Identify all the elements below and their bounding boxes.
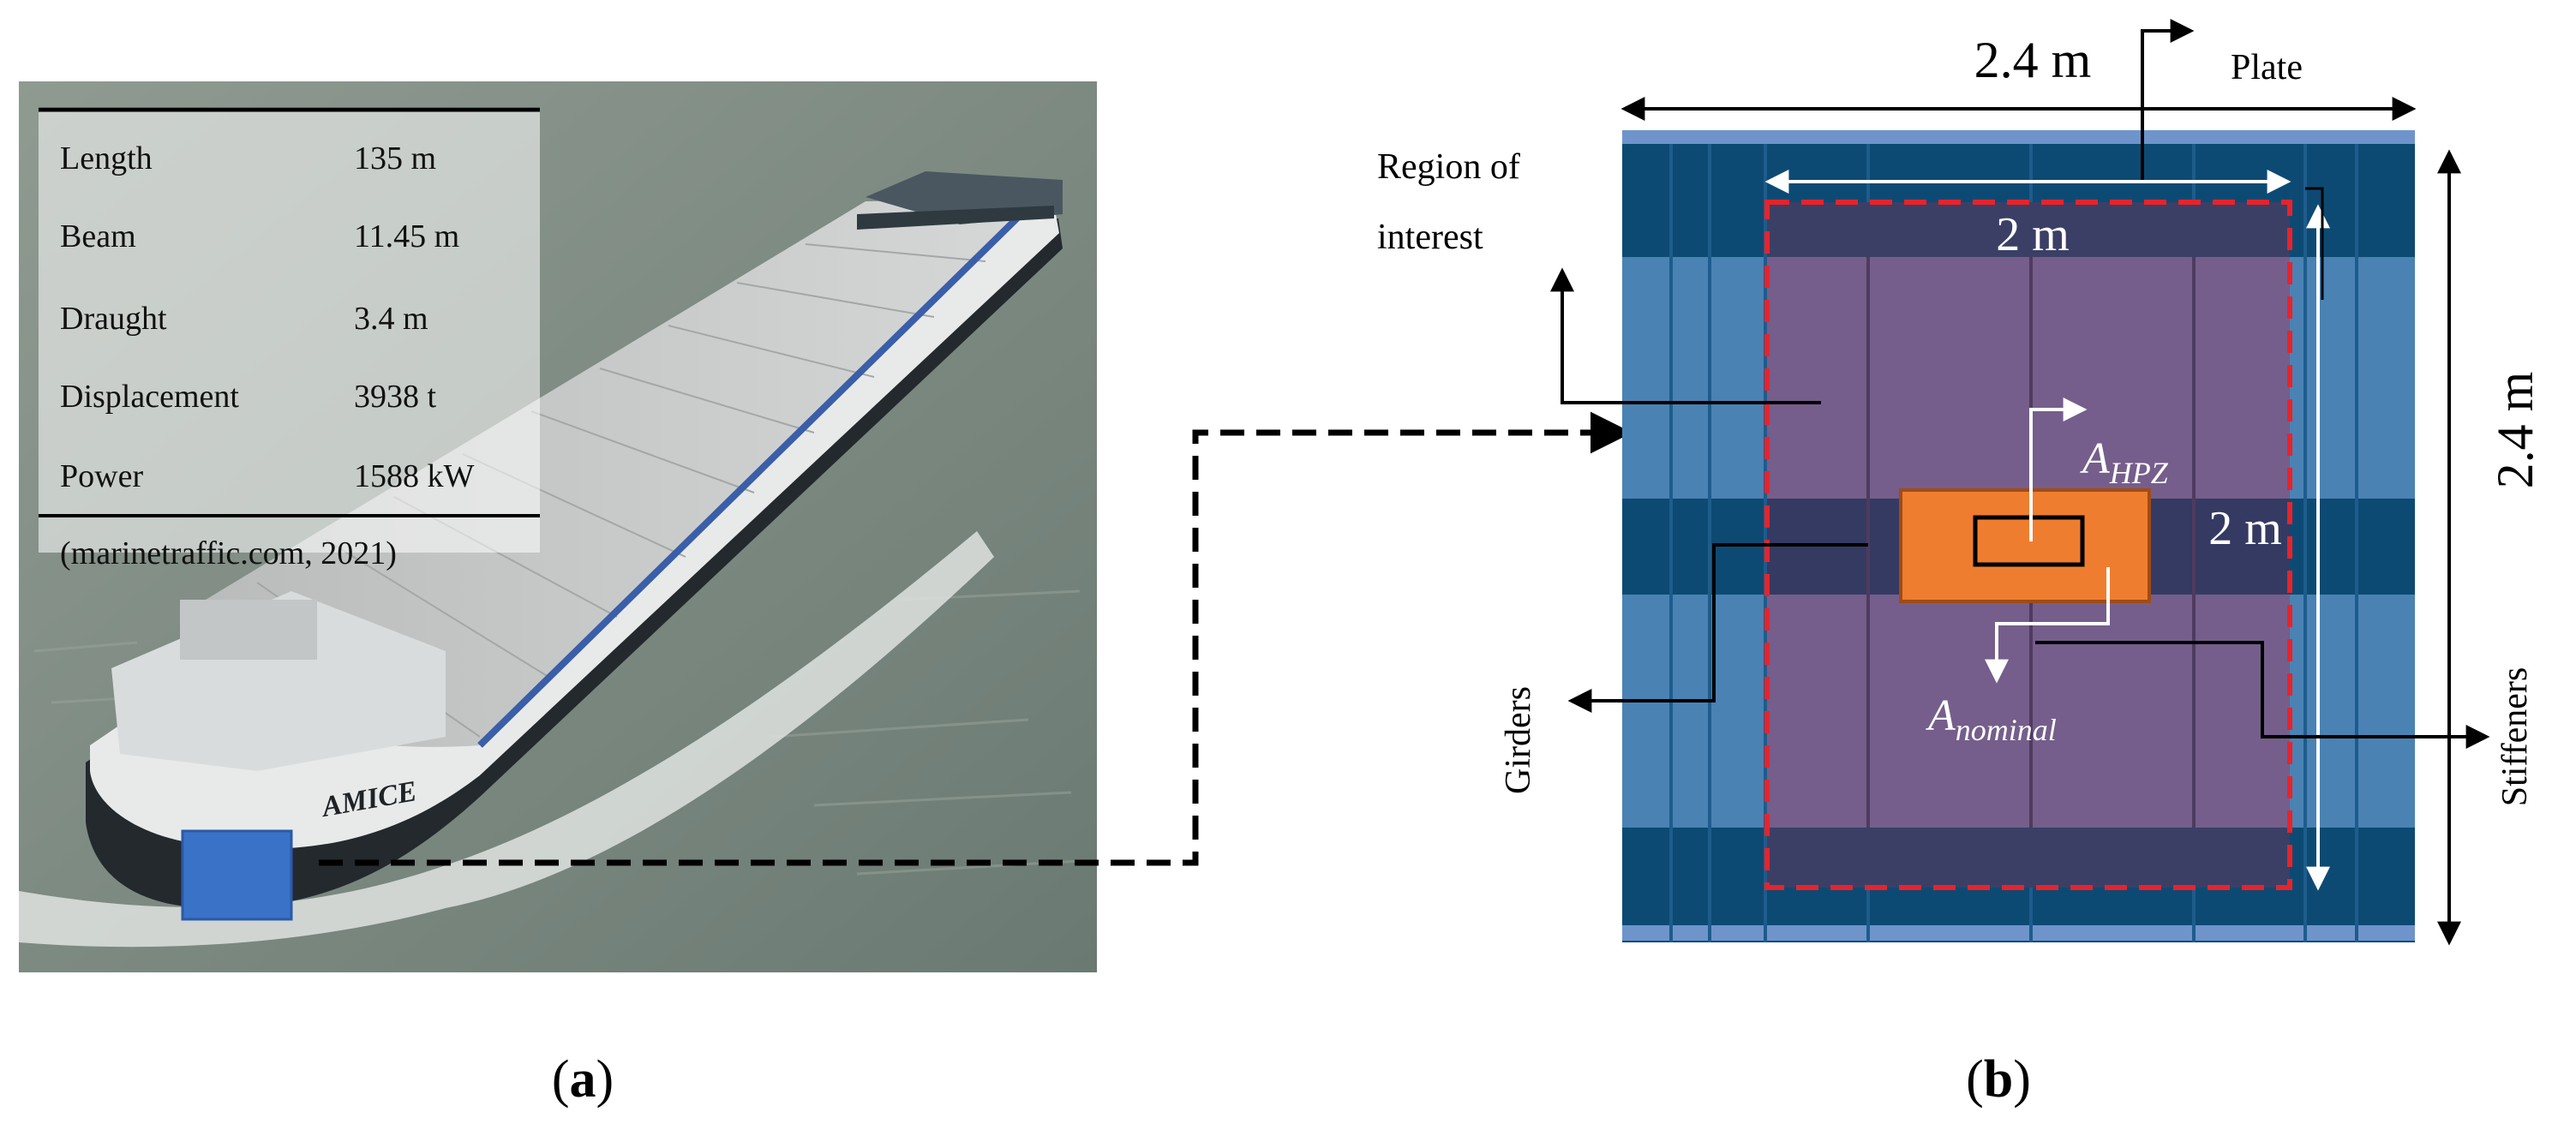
spec-label: Power: [60, 458, 143, 494]
hpz-inner-box: [1973, 515, 2085, 567]
height-label: 2.4 m: [2487, 372, 2543, 489]
spec-value: 3.4 m: [354, 301, 428, 337]
hull-region-marker: [181, 829, 293, 921]
roi-girder-bottom: [1767, 828, 2290, 888]
region-label-line1: Region of: [1377, 147, 1520, 187]
roi-corner-tick: [2305, 187, 2324, 300]
girders-pointer: [1567, 543, 1868, 713]
spec-value: 1588 kW: [354, 458, 475, 494]
wheelhouse-top: [180, 600, 317, 660]
spec-label: Beam: [60, 218, 136, 254]
stiffeners-label: Stiffeners: [2495, 667, 2535, 807]
roi-width-label: 2 m: [1996, 208, 2070, 261]
a-nominal-pointer: [1985, 567, 2110, 684]
a-hpz-label: AHPZ: [2080, 434, 2169, 490]
spec-value: 135 m: [354, 141, 436, 176]
caption-a: (a): [552, 1050, 614, 1109]
plate-pointer: [2141, 19, 2195, 182]
spec-source: (marinetraffic.com, 2021): [60, 535, 397, 571]
ship-deck: [206, 199, 1037, 747]
width-label: 2.4 m: [1974, 32, 2092, 88]
girders-label: Girders: [1499, 686, 1538, 794]
roi-girder-top: [1767, 202, 2290, 257]
panel-a: AMICE Length 135 m Beam 11.45 m Draught …: [19, 81, 1097, 1109]
stiffeners-pointer: [2035, 641, 2490, 749]
a-hpz-pointer: [2029, 398, 2088, 541]
plate-label: Plate: [2231, 48, 2303, 87]
a-nominal-label: Anominal: [1926, 691, 2057, 747]
spec-value: 11.45 m: [354, 218, 459, 254]
spec-table: Length 135 m Beam 11.45 m Draught 3.4 m …: [60, 141, 475, 571]
region-pointer: [1550, 267, 1821, 404]
connector-dashed-line: [319, 411, 1632, 866]
bow-deck-detail: [857, 206, 1054, 230]
panel-b: 2.4 m Plate 2.4 m 2 m 2 m Region of inte…: [1377, 19, 2543, 1109]
caption-b: (b): [1966, 1050, 2031, 1109]
hpz-zone: [1899, 488, 2151, 603]
spec-value: 3938 t: [354, 379, 437, 415]
spec-label: Displacement: [60, 379, 239, 415]
region-label-line2: interest: [1377, 218, 1483, 257]
plate-top-edge: [1622, 130, 2415, 144]
roi-height-label: 2 m: [2208, 502, 2282, 555]
blue-rail: [477, 196, 1039, 748]
spec-label: Draught: [60, 301, 167, 337]
water-texture: [33, 589, 1081, 876]
spec-table-bg: [39, 107, 540, 553]
spec-label: Length: [60, 141, 153, 176]
